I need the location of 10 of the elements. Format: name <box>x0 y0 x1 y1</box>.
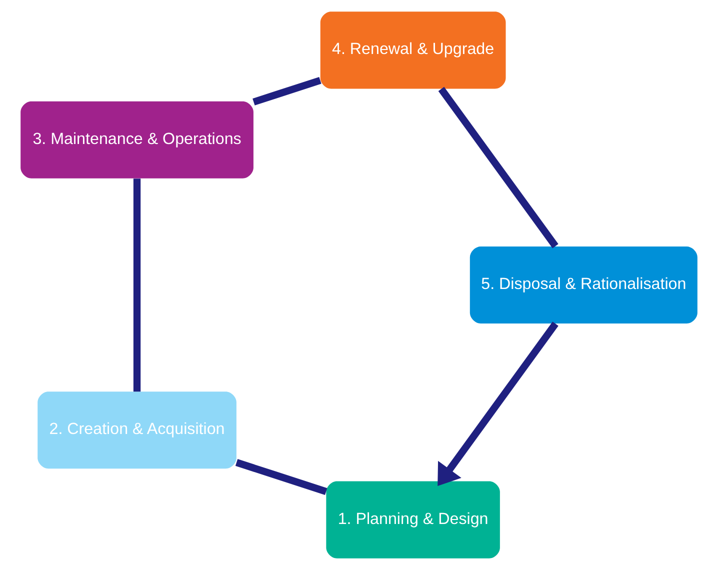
node-box: 4. Renewal & Upgrade <box>320 12 506 89</box>
arrow <box>438 322 558 486</box>
node-box: 1. Planning & Design <box>326 481 500 558</box>
connector <box>252 76 322 106</box>
node-box: 3. Maintenance & Operations <box>20 101 254 178</box>
connector <box>235 459 328 495</box>
node-box: 5. Disposal & Rationalisation <box>470 246 698 324</box>
connector <box>133 178 141 392</box>
node-box: 2. Creation & Acquisition <box>38 392 236 469</box>
connector <box>438 86 558 248</box>
